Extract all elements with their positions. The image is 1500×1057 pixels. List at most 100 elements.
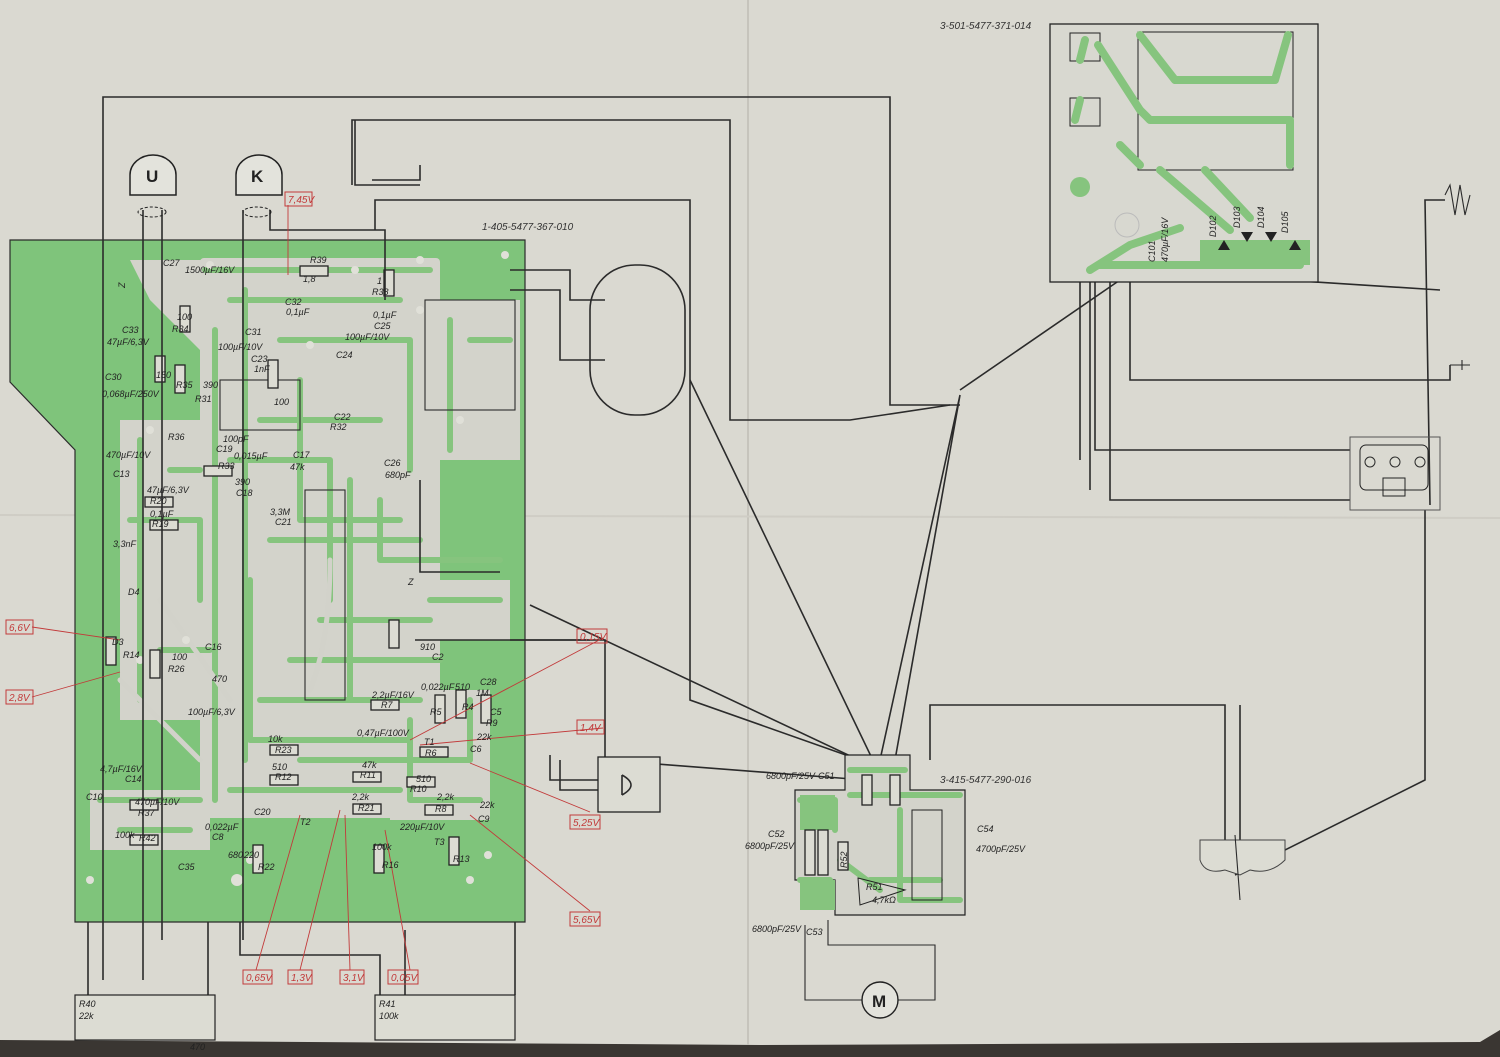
component-label: C26 xyxy=(384,458,401,468)
component-label: C8 xyxy=(212,832,224,842)
component-label: R10 xyxy=(410,784,427,794)
plus-terminal-icon xyxy=(1450,360,1470,370)
speaker xyxy=(597,756,661,813)
component-label: R14 xyxy=(123,650,140,660)
component-label: 3,3M xyxy=(270,507,291,517)
svg-text:5,65V: 5,65V xyxy=(573,915,600,926)
component-label: C10 xyxy=(86,792,103,802)
svg-text:R41: R41 xyxy=(379,999,396,1009)
antenna-coil xyxy=(589,264,686,416)
component-label: R11 xyxy=(360,770,376,780)
component-label: 100µF/10V xyxy=(345,332,390,342)
svg-text:2,8V: 2,8V xyxy=(8,693,31,704)
component-label: 47µF/6,3V xyxy=(107,337,150,347)
component-label: C19 xyxy=(216,444,233,454)
component-label: 150 xyxy=(156,370,171,380)
component-label: 47k xyxy=(290,462,305,472)
component-label: R36 xyxy=(168,432,185,442)
component-label: C5 xyxy=(490,707,502,717)
component-label: 47µF/6,3V xyxy=(147,485,190,495)
voltage-label: 1,3V xyxy=(287,969,313,985)
component-label: R38 xyxy=(372,287,389,297)
component-label: C28 xyxy=(480,677,497,687)
svg-text:6800pF/25V: 6800pF/25V xyxy=(766,771,816,781)
component-label: 10k xyxy=(268,734,283,744)
component-label: T1 xyxy=(424,737,435,747)
voltage-label: 0,65V xyxy=(242,969,273,985)
component-label: 100k xyxy=(115,830,135,840)
svg-text:22k: 22k xyxy=(78,1011,94,1021)
component-label: 2,2k xyxy=(436,792,455,802)
voltage-label: 1,4V xyxy=(576,719,605,735)
component-label: 100µF/6,3V xyxy=(188,707,236,717)
component-label: R33 xyxy=(218,461,235,471)
component-label: C22 xyxy=(334,412,351,422)
top-board-part-number: 3-501-5477-371-014 xyxy=(940,21,1032,32)
voltage-label: 5,65V xyxy=(569,911,601,927)
component-label: 910 xyxy=(420,642,435,652)
svg-text:R52: R52 xyxy=(839,851,849,868)
wiring xyxy=(87,96,1451,1000)
component-label: R12 xyxy=(275,772,292,782)
component-label: C2 xyxy=(432,652,444,662)
component-label: C30 xyxy=(105,372,122,382)
svg-text:1,3V: 1,3V xyxy=(291,973,313,984)
component-label: 47k xyxy=(362,760,377,770)
voltage-label: 7,45V xyxy=(284,191,315,207)
voltage-label: 0,15V xyxy=(576,628,608,644)
svg-text:5,25V: 5,25V xyxy=(573,818,600,829)
resistors xyxy=(105,265,492,874)
component-label: 390 xyxy=(235,477,250,487)
svg-text:D105: D105 xyxy=(1280,210,1290,233)
voltage-label: 2,8V xyxy=(5,689,34,705)
svg-text:C51: C51 xyxy=(818,771,835,781)
component-label: R32 xyxy=(330,422,347,432)
component-label: R13 xyxy=(453,854,470,864)
component-label: 390 xyxy=(203,380,218,390)
component-label: R19 xyxy=(152,519,169,529)
component-label: C31 xyxy=(245,327,262,337)
component-label: 470µF/10V xyxy=(135,797,180,807)
component-label: 0,1µF xyxy=(150,509,174,519)
component-label: 1,8 xyxy=(303,274,316,284)
svg-text:0,15V: 0,15V xyxy=(580,632,607,643)
svg-text:D102: D102 xyxy=(1208,215,1218,237)
component-label: C33 xyxy=(122,325,139,335)
component-label: 3,3nF xyxy=(113,539,137,549)
voltage-label: 0,05V xyxy=(387,969,419,985)
sensor-u: U xyxy=(129,154,177,218)
motor-pcb: 6800pF/25V C51 C52 6800pF/25V 6800pF/25V… xyxy=(745,754,1026,1001)
sensor-k: K xyxy=(235,154,283,218)
battery-clip xyxy=(1199,834,1286,901)
component-label: R9 xyxy=(486,718,498,728)
component-label: C13 xyxy=(113,469,130,479)
component-label: D4 xyxy=(128,587,140,597)
svg-text:100k: 100k xyxy=(379,1011,399,1021)
component-label: R5 xyxy=(430,707,442,717)
svg-text:D104: D104 xyxy=(1256,206,1266,228)
svg-text:U: U xyxy=(146,167,158,186)
component-label: C9 xyxy=(478,814,490,824)
component-label: R34 xyxy=(172,324,189,334)
component-label: 0,47µF/100V xyxy=(357,728,410,738)
component-label: R31 xyxy=(195,394,212,404)
component-label: C32 xyxy=(285,297,302,307)
component-label: 22k xyxy=(479,800,495,810)
svg-text:6800pF/25V: 6800pF/25V xyxy=(745,841,795,851)
component-label: R16 xyxy=(382,860,399,870)
component-label: R26 xyxy=(168,664,185,674)
svg-text:6800pF/25V: 6800pF/25V xyxy=(752,924,802,934)
component-label: 0,068µF/250V xyxy=(102,389,160,399)
component-label: C27 xyxy=(163,258,181,268)
component-label: 0,1µF xyxy=(286,307,310,317)
component-label: R35 xyxy=(176,380,194,390)
component-label: C14 xyxy=(125,774,142,784)
svg-text:R40: R40 xyxy=(79,999,96,1009)
main-board-part-number: 1-405-5477-367-010 xyxy=(482,222,574,233)
svg-text:C52: C52 xyxy=(768,829,785,839)
svg-text:470µF/16V: 470µF/16V xyxy=(1160,217,1170,262)
component-label: T3 xyxy=(434,837,445,847)
potentiometer-r41: R41 100k xyxy=(374,994,516,1041)
component-label: C6 xyxy=(470,744,482,754)
component-label: C17 xyxy=(293,450,311,460)
